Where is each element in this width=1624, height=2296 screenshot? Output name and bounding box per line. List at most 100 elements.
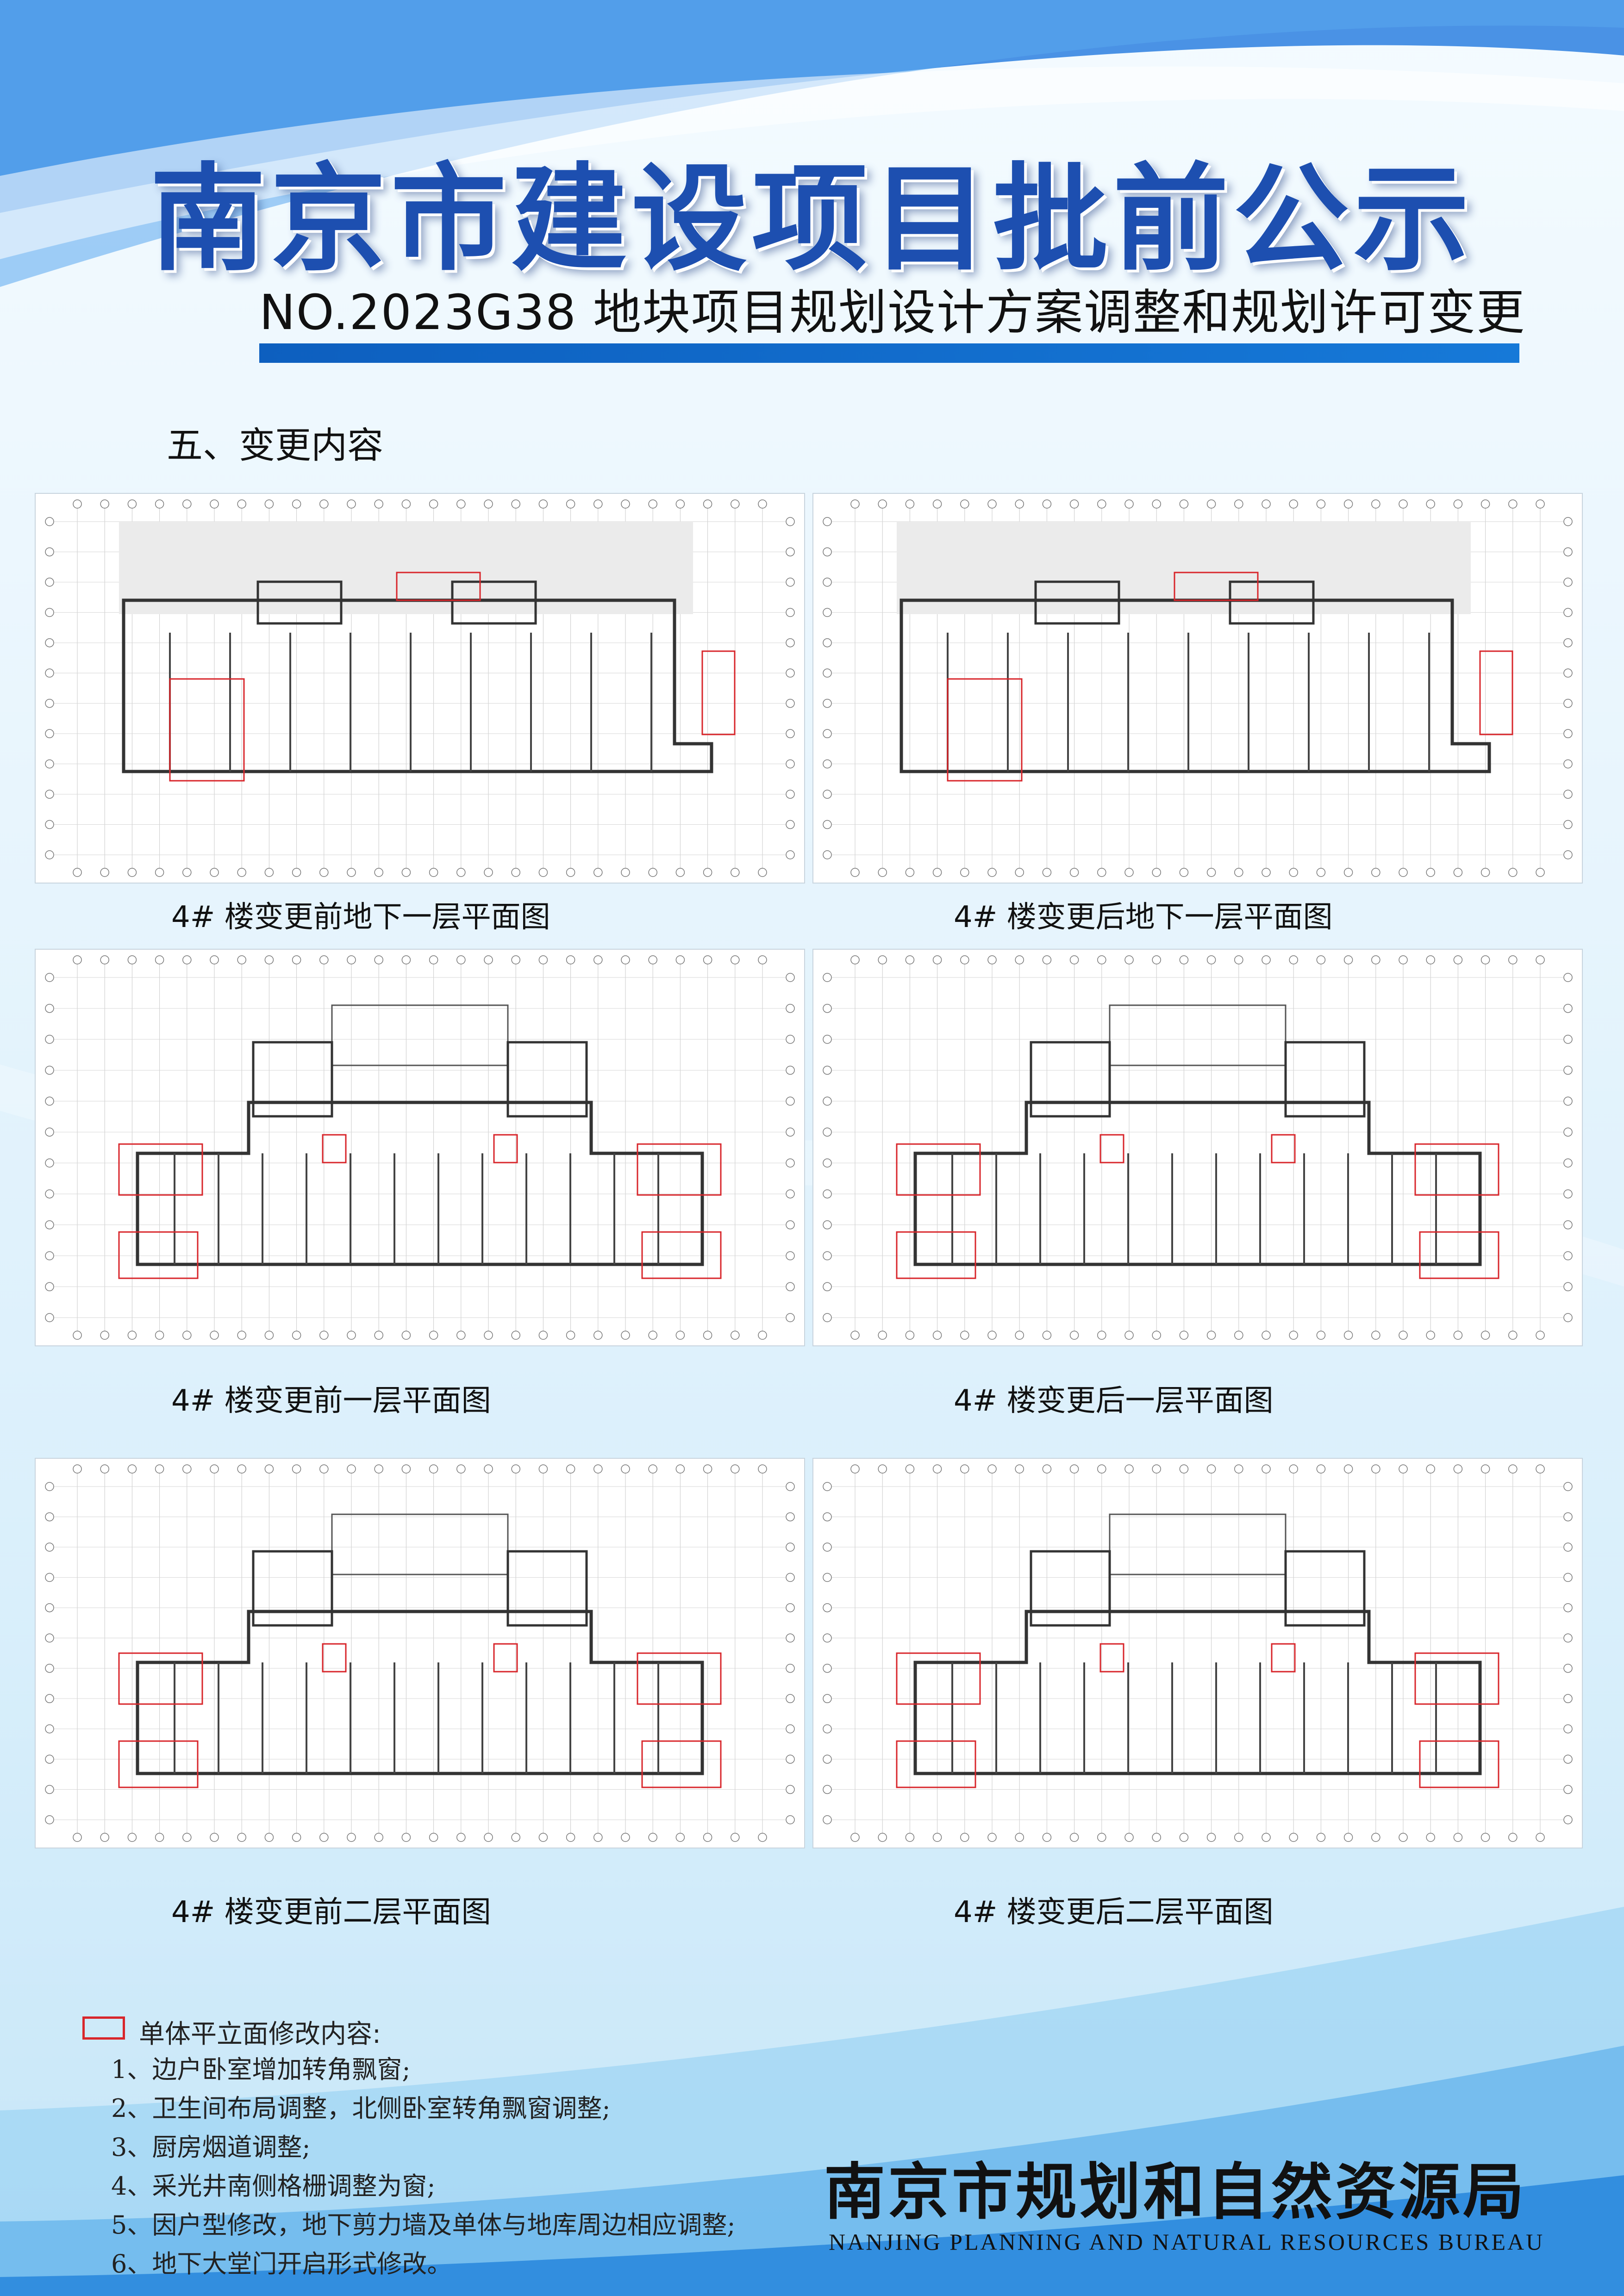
axis-bubble <box>731 1464 740 1474</box>
axis-bubble <box>786 973 795 982</box>
axis-bubble <box>823 668 832 678</box>
axis-bubble <box>786 1755 795 1764</box>
axis-bubble <box>45 1096 54 1106</box>
axis-bubble <box>45 1755 54 1764</box>
axis-bubble <box>1179 955 1189 964</box>
axis-bubble <box>566 1464 575 1474</box>
axis-bubble <box>237 499 246 509</box>
axis-bubble <box>264 1833 274 1842</box>
axis-bubble <box>823 578 832 587</box>
axis-bubble <box>823 1724 832 1734</box>
axis-bubble <box>987 499 997 509</box>
axis-bubble <box>850 868 860 877</box>
axis-bubble <box>1015 1833 1024 1842</box>
change-highlight-box <box>493 1134 518 1164</box>
axis-bubble <box>401 868 411 877</box>
axis-bubble <box>786 1034 795 1044</box>
axis-bubble <box>1124 1833 1134 1842</box>
axis-bubble <box>1206 868 1216 877</box>
axis-bubble <box>73 1464 82 1474</box>
axis-bubble <box>429 1833 438 1842</box>
axis-bubble <box>786 517 795 526</box>
axis-bubble <box>1097 1331 1106 1340</box>
axis-bubble <box>786 1573 795 1582</box>
change-highlight-box <box>322 1134 347 1164</box>
axis-bubble <box>621 868 630 877</box>
axis-bubble <box>1508 955 1518 964</box>
axis-bubble <box>878 499 887 509</box>
axis-bubble <box>1508 868 1518 877</box>
axis-bubble <box>401 1833 411 1842</box>
axis-bubble <box>1563 547 1573 557</box>
axis-bubble <box>1563 668 1573 678</box>
axis-bubble <box>932 499 942 509</box>
axis-bubble <box>1563 1096 1573 1106</box>
axis-bubble <box>675 1331 685 1340</box>
axis-bubble <box>731 499 740 509</box>
axis-bubble <box>675 1464 685 1474</box>
change-highlight-box <box>396 572 481 601</box>
axis-bubble <box>758 955 767 964</box>
axis-bubble <box>648 1331 657 1340</box>
axis-bubble <box>593 955 603 964</box>
axis-bubble <box>1289 1833 1298 1842</box>
axis-bubble <box>401 1331 411 1340</box>
axis-bubble <box>786 1096 795 1106</box>
axis-bubble <box>538 868 548 877</box>
outer-wall <box>122 598 713 773</box>
axis-bubble <box>100 868 109 877</box>
axis-bubble <box>45 608 54 617</box>
axis-bubble <box>675 955 685 964</box>
axis-bubble <box>823 608 832 617</box>
axis-bubble <box>100 1331 109 1340</box>
axis-bubble <box>758 1464 767 1474</box>
axis-bubble <box>786 1220 795 1230</box>
axis-bubble <box>987 1331 997 1340</box>
axis-bubble <box>1563 1282 1573 1291</box>
axis-bubble <box>1097 1833 1106 1842</box>
axis-bubble <box>182 955 192 964</box>
axis-bubble <box>127 1331 137 1340</box>
axis-bubble <box>45 1694 54 1703</box>
change-highlight-box <box>1099 1134 1124 1164</box>
axis-bubble <box>1262 499 1271 509</box>
change-highlight-box <box>701 650 736 735</box>
change-notes-list: 1、边户卧室增加转角飘窗; 2、卫生间布局调整，北侧卧室转角飘窗调整; 3、厨房… <box>111 2050 736 2284</box>
axis-bubble <box>1508 1833 1518 1842</box>
axis-bubble <box>45 1482 54 1491</box>
axis-bubble <box>292 955 301 964</box>
change-highlight-box <box>947 678 1023 782</box>
caption-after-floor2: 4# 楼变更后二层平面图 <box>954 1895 1274 1929</box>
axis-bubble <box>1480 1833 1490 1842</box>
axis-bubble <box>456 499 466 509</box>
lobby-outline <box>331 1513 509 1575</box>
axis-bubble <box>1262 1464 1271 1474</box>
axis-bubble <box>73 1833 82 1842</box>
axis-bubble <box>1069 1464 1079 1474</box>
axis-bubble <box>1206 955 1216 964</box>
axis-bubble <box>429 499 438 509</box>
axis-bubble <box>511 1464 520 1474</box>
axis-bubble <box>850 1331 860 1340</box>
axis-bubble <box>456 1833 466 1842</box>
axis-bubble <box>1399 1331 1408 1340</box>
axis-bubble <box>1316 1331 1326 1340</box>
axis-bubble <box>429 1331 438 1340</box>
axis-bubble <box>823 1313 832 1322</box>
axis-bubble <box>1124 499 1134 509</box>
axis-bubble <box>1563 698 1573 708</box>
axis-bubble <box>1015 499 1024 509</box>
axis-bubble <box>960 1464 969 1474</box>
change-highlight-box <box>1414 1143 1499 1196</box>
axis-bubble <box>1453 499 1463 509</box>
axis-bubble <box>401 499 411 509</box>
axis-bubble <box>1399 1833 1408 1842</box>
axis-bubble <box>932 955 942 964</box>
axis-bubble <box>1179 499 1189 509</box>
axis-bubble <box>45 729 54 738</box>
axis-bubble <box>1316 1464 1326 1474</box>
axis-bubble <box>45 973 54 982</box>
axis-bubble <box>786 1543 795 1552</box>
axis-bubble <box>703 1464 712 1474</box>
axis-bubble <box>1563 517 1573 526</box>
